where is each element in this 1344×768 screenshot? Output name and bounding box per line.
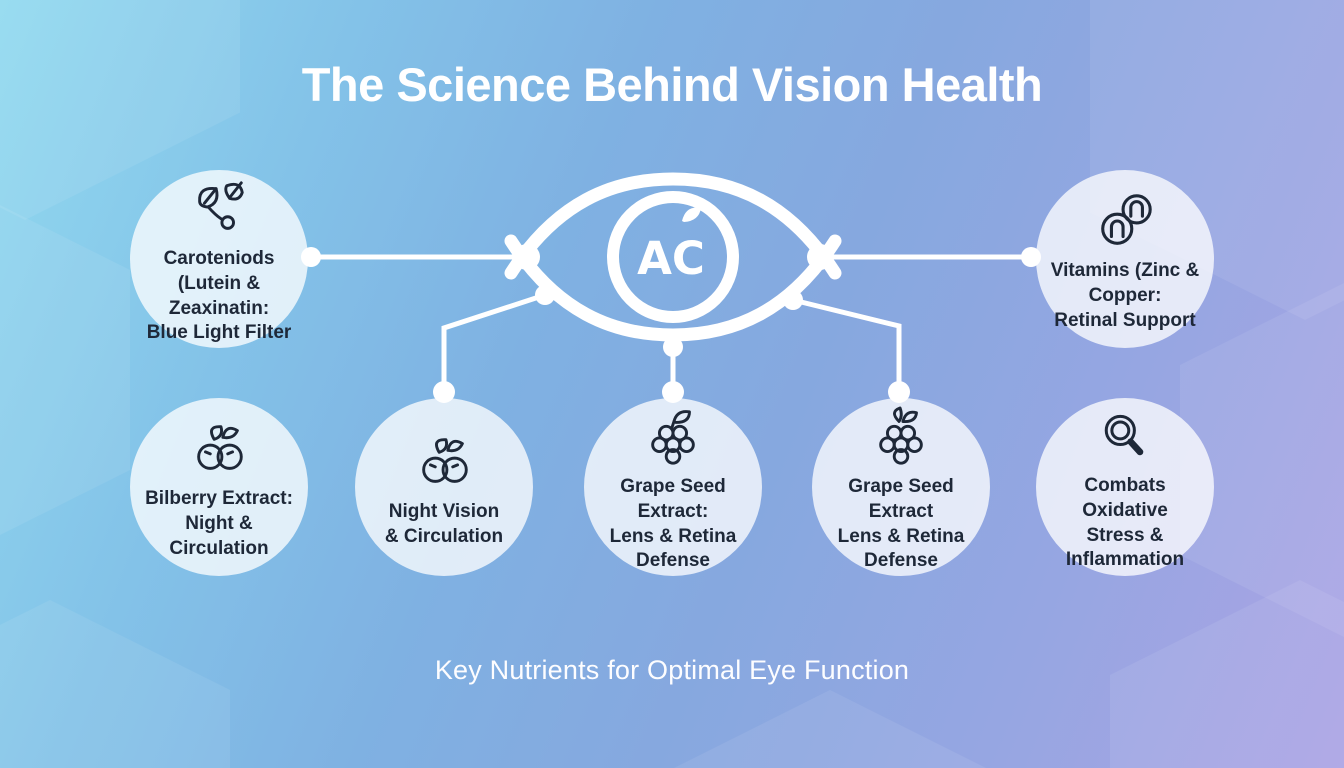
- node-night-vision: Night Vision & Circulation: [355, 398, 533, 576]
- logo-leaf-accent: [682, 207, 701, 222]
- node-label: Night Vision & Circulation: [384, 500, 504, 547]
- node-label: Grape Seed Extract: Lens & Retina Defens…: [609, 476, 737, 572]
- magnifier-icon: [1095, 407, 1155, 467]
- node-carotenoids: Caroteniods (Lutein & Zeaxinatin: Blue L…: [130, 170, 308, 348]
- node-label: Grape Seed Extract Lens & Retina Defense: [837, 476, 965, 572]
- eye-logo-text: AC: [637, 232, 705, 285]
- subtitle-caption: Key Nutrients for Optimal Eye Function: [434, 655, 910, 685]
- node-vitamins: Vitamins (Zinc & Copper: Retinal Support: [1036, 170, 1214, 348]
- berries-icon: [188, 418, 250, 480]
- node-bilberry: Bilberry Extract: Night & Circulation: [130, 398, 308, 576]
- iris-ring: [607, 191, 739, 323]
- node-grape-seed-2: Grape Seed Extract Lens & Retina Defense: [812, 398, 990, 576]
- node-label: Bilberry Extract: Night & Circulation: [145, 488, 293, 559]
- node-label: Combats Oxidative Stress & Inflammation: [1065, 475, 1185, 571]
- node-label: Caroteniods (Lutein & Zeaxinatin: Blue L…: [146, 248, 292, 344]
- minerals-icon: [1094, 190, 1156, 252]
- node-grape-seed-1: Grape Seed Extract: Lens & Retina Defens…: [584, 398, 762, 576]
- node-label: Vitamins (Zinc & Copper: Retinal Support: [1050, 260, 1200, 331]
- node-antioxidant: Combats Oxidative Stress & Inflammation: [1036, 398, 1214, 576]
- grapes-icon: [870, 406, 932, 468]
- eye-icon: AC: [504, 172, 842, 342]
- grapes-icon: [642, 406, 704, 468]
- page-title: The Science Behind Vision Health: [301, 58, 1043, 111]
- berries-icon: [413, 431, 475, 493]
- leaf-icon: [188, 178, 250, 240]
